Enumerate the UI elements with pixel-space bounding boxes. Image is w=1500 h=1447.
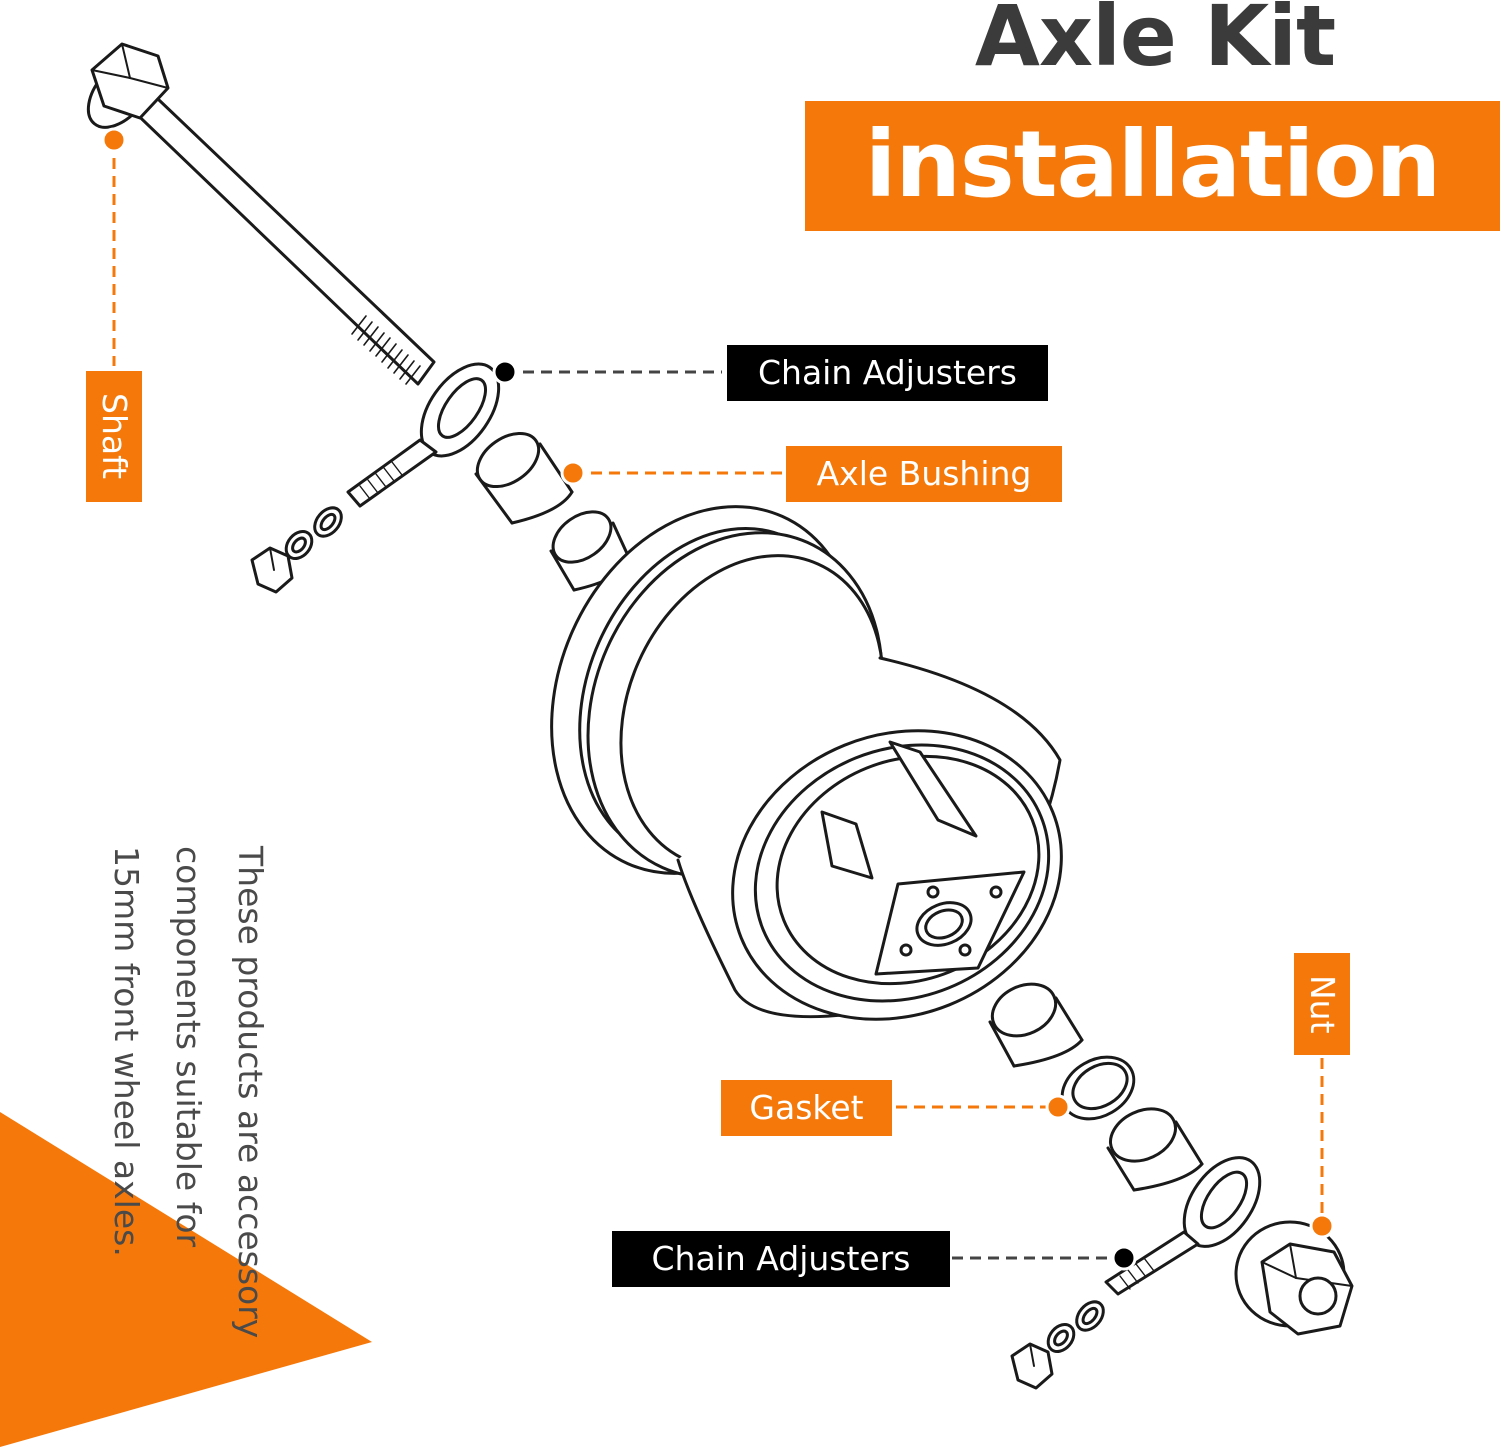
shaft-dot bbox=[101, 127, 127, 153]
label-gasket: Gasket bbox=[721, 1080, 892, 1136]
chain-adjusters-top-dot bbox=[492, 359, 518, 385]
shaft-part bbox=[86, 42, 436, 386]
label-chain-adjusters-top: Chain Adjusters bbox=[727, 345, 1048, 401]
axle-bushing-dot bbox=[560, 460, 586, 486]
nut-part bbox=[1234, 1220, 1354, 1336]
note-line-2: components suitable for bbox=[169, 846, 208, 1248]
chain-adjusters-bottom-dot bbox=[1111, 1245, 1137, 1271]
note-line-1: These products are accessory bbox=[231, 846, 270, 1339]
label-chain-adjusters-bottom: Chain Adjusters bbox=[612, 1231, 950, 1287]
gasket-part bbox=[1060, 1055, 1136, 1121]
axle-bushing-part bbox=[474, 431, 632, 592]
title-axle-kit: Axle Kit bbox=[974, 0, 1336, 85]
chain-adjuster-top-part bbox=[250, 362, 501, 594]
chain-adjuster-bottom-part bbox=[1010, 1156, 1262, 1390]
title-band: installation bbox=[805, 101, 1500, 231]
lower-bushings-part bbox=[988, 982, 1084, 1068]
title-installation: installation bbox=[864, 111, 1441, 218]
decor-triangle bbox=[0, 1112, 372, 1447]
label-shaft: Shaft bbox=[86, 371, 142, 502]
nut-dot bbox=[1309, 1213, 1335, 1239]
label-nut: Nut bbox=[1294, 953, 1350, 1055]
wheel-rim-part bbox=[550, 505, 1063, 1021]
lower-bushing-2-part bbox=[1106, 1107, 1204, 1192]
compatibility-note: These products are accessory components … bbox=[95, 846, 281, 1376]
gasket-dot bbox=[1045, 1094, 1071, 1120]
note-line-3: 15mm front wheel axles. bbox=[107, 846, 146, 1257]
label-axle-bushing: Axle Bushing bbox=[786, 446, 1062, 502]
